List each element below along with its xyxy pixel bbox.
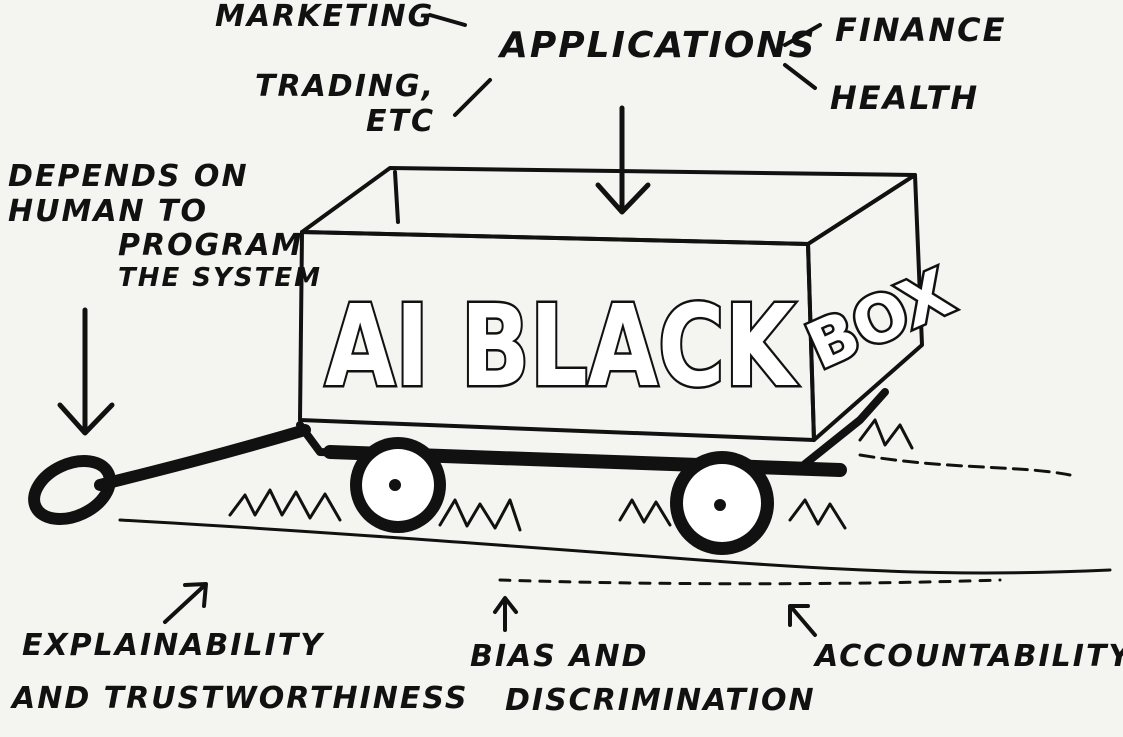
label-bias-line1: BIAS AND: [470, 639, 649, 674]
wheel-left: [350, 437, 446, 533]
ground-line-3: [498, 578, 1002, 586]
label-finance: FINANCE: [835, 11, 1007, 49]
accountability-arrow: [788, 604, 817, 637]
label-explainability: EXPLAINABILITY AND TRUSTWORTHINESS: [12, 620, 469, 725]
marketing-connector: [428, 13, 467, 27]
depends-arrow: [57, 307, 115, 436]
ground-line: [118, 518, 1112, 575]
bias-arrow: [493, 596, 518, 632]
box-inner-corner: [393, 170, 400, 224]
grass-right: [618, 498, 672, 527]
trading-connector: [453, 78, 492, 117]
handle-ring: [28, 454, 116, 526]
health-connector: [783, 63, 817, 90]
label-trading-line1: TRADING,: [255, 69, 435, 104]
applications-arrow: [595, 105, 651, 215]
box-side: [806, 173, 924, 442]
label-depends-line2: HUMAN TO: [8, 193, 209, 229]
label-trading: TRADING, ETC: [255, 69, 435, 139]
label-depends-line4: THE SYSTEM: [118, 262, 322, 293]
wheel-right: [670, 451, 774, 555]
label-applications: APPLICATIONS: [500, 25, 817, 66]
label-explain-line1: EXPLAINABILITY: [22, 628, 324, 663]
label-depends: DEPENDS ON HUMAN TO PROGRAM THE SYSTEM: [8, 159, 322, 293]
grass-left: [228, 488, 342, 522]
label-depends-line1: DEPENDS ON: [8, 159, 249, 194]
ground-line-2: [858, 453, 1072, 477]
label-bias: BIAS AND DISCRIMINATION: [470, 635, 816, 722]
box-side-text: BOX: [796, 256, 963, 385]
wagon-handle: [94, 424, 311, 491]
label-marketing: MARKETING: [215, 0, 435, 34]
label-health: HEALTH: [830, 79, 980, 117]
grass-back: [858, 418, 914, 450]
label-trading-line2: ETC: [366, 103, 435, 139]
explain-arrow: [163, 582, 208, 624]
label-accountability: ACCOUNTABILITY: [815, 639, 1123, 674]
grass-mid: [438, 498, 522, 532]
grass-far: [788, 498, 847, 530]
finance-connector: [783, 23, 822, 47]
label-explain-line2: AND TRUSTWORTHINESS: [12, 680, 469, 716]
box-front-text: AI BLACK: [325, 282, 798, 412]
label-bias-line2: DISCRIMINATION: [505, 682, 816, 718]
label-depends-line3: PROGRAM: [118, 228, 304, 263]
